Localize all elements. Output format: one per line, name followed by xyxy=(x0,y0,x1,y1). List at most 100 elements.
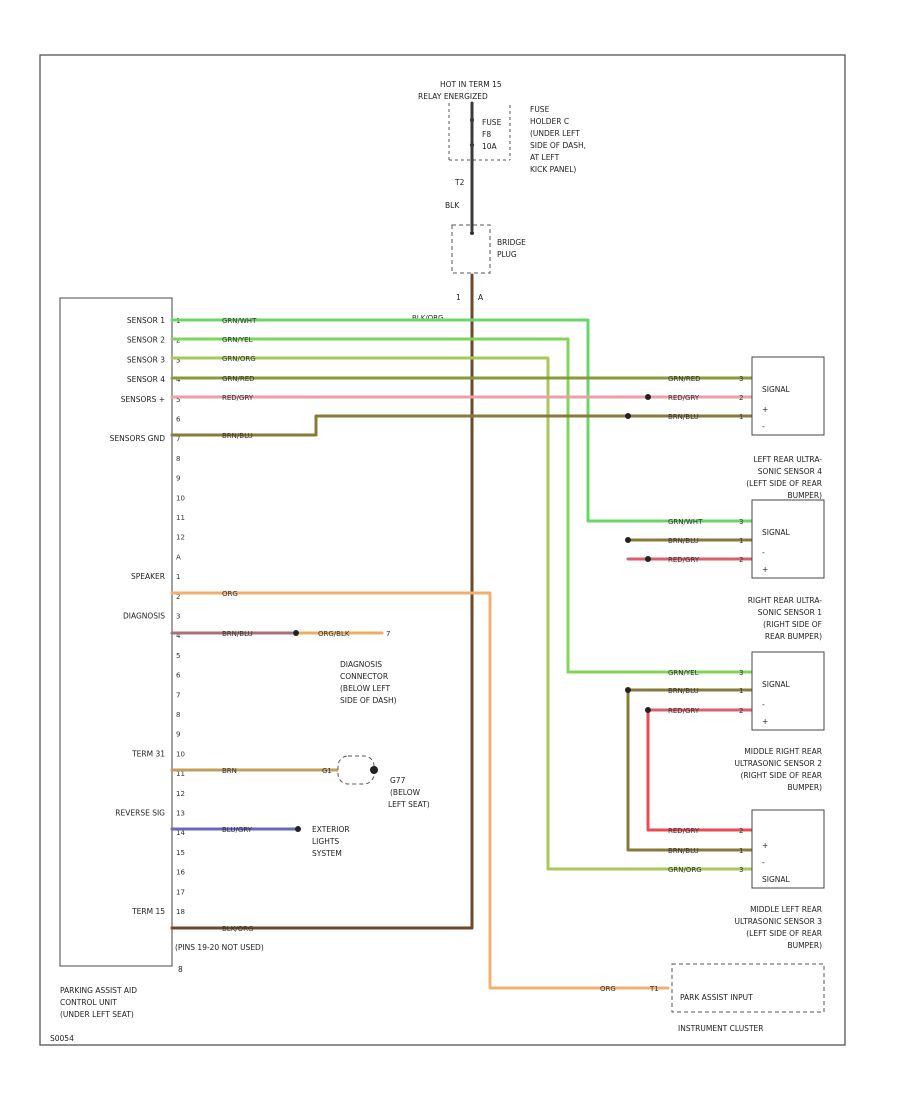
sensor-desc: RIGHT REAR ULTRA- xyxy=(748,596,823,605)
module-pin-number: 7 xyxy=(176,691,180,699)
bridge-label-2: PLUG xyxy=(497,250,517,259)
sensor-desc: (LEFT SIDE OF REAR xyxy=(746,479,822,488)
splice-dot-icon xyxy=(645,394,651,400)
module-pin-number: 4 xyxy=(176,376,181,384)
svg-text:ORG: ORG xyxy=(222,590,238,598)
cluster-pin: T1 xyxy=(649,985,659,993)
sensor-desc: ULTRASONIC SENSOR 2 xyxy=(734,759,822,768)
sensor-pin-number: 1 xyxy=(739,413,743,421)
sensor-wire-label: GRN/ORG xyxy=(668,866,702,874)
module-pin-label: TERM 15 xyxy=(131,907,165,916)
module-pin-number: 6 xyxy=(176,672,181,680)
sensor-minus-label: + xyxy=(762,565,768,574)
module-pin-number: 9 xyxy=(176,475,180,483)
module-pin-label: SENSORS GND xyxy=(110,434,166,443)
fuse-number: F8 xyxy=(482,130,491,139)
splice-dot-icon xyxy=(625,687,631,693)
fuse-desc: FUSE HOLDER C (UNDER LEFT SIDE OF DASH, … xyxy=(530,105,586,174)
module-pin-number: 5 xyxy=(176,396,180,404)
svg-text:GRN/ORG: GRN/ORG xyxy=(222,355,256,363)
svg-text:GRN/RED: GRN/RED xyxy=(222,375,255,383)
sensor-signal-label: SIGNAL xyxy=(762,385,791,394)
exterior-lights-desc: EXTERIOR LIGHTS SYSTEM xyxy=(312,825,350,858)
cluster-wire-label: ORG xyxy=(600,985,616,993)
sensor-desc: MIDDLE LEFT REAR xyxy=(750,905,822,914)
sensor-signal-label: SIGNAL xyxy=(762,875,791,884)
sensor-desc: SONIC SENSOR 1 xyxy=(758,608,822,617)
sensor-desc: BUMPER) xyxy=(787,941,822,950)
module-pin-number: 8 xyxy=(176,711,180,719)
module-pin-label: SENSOR 2 xyxy=(127,336,165,345)
module-pin-label: SENSOR 4 xyxy=(127,375,165,384)
sensor-wire-label: BRN/BLU xyxy=(668,687,699,695)
sensor-minus-label: + xyxy=(762,717,768,726)
sensor-wire-label: BRN/BLU xyxy=(668,537,699,545)
sensor-box xyxy=(751,356,825,436)
pins-note: (PINS 19-20 NOT USED) xyxy=(175,943,264,952)
outer-frame xyxy=(39,54,846,1046)
module-pin-number: 11 xyxy=(176,514,185,522)
module-pin-number: 7 xyxy=(176,435,180,443)
bridge-pin-1: 1 xyxy=(456,293,461,302)
module-pin-number: 3 xyxy=(176,613,180,621)
svg-text:BRN/BLU: BRN/BLU xyxy=(222,432,253,440)
splice-dot-icon xyxy=(645,556,651,562)
sensor-pin-number: 3 xyxy=(739,669,743,677)
module-pin-number: A xyxy=(176,553,181,561)
splice-dot-icon xyxy=(625,413,631,419)
wire-t15-top-label: BLK/ORG xyxy=(412,314,443,322)
sensor-pin-number: 1 xyxy=(739,687,743,695)
sensor-wire-label: RED/GRY xyxy=(668,707,700,715)
ground-box xyxy=(337,755,375,785)
svg-text:BRN: BRN xyxy=(222,767,237,775)
bridge-label-1: BRIDGE xyxy=(497,238,526,247)
sensor-desc: REAR BUMPER) xyxy=(765,632,822,641)
svg-text:CONNECTOR: CONNECTOR xyxy=(340,672,388,681)
sensor-wire-label: RED/GRY xyxy=(668,827,700,835)
svg-text:(UNDER LEFT: (UNDER LEFT xyxy=(530,129,580,138)
sensor-pin-number: 3 xyxy=(739,866,743,874)
splice-dot-icon xyxy=(295,826,301,832)
svg-text:EXTERIOR: EXTERIOR xyxy=(312,825,350,834)
svg-text:(BELOW: (BELOW xyxy=(390,788,421,797)
sensor-minus-label: - xyxy=(762,858,765,867)
wire-sensor1 xyxy=(170,318,754,523)
svg-text:KICK PANEL): KICK PANEL) xyxy=(530,165,576,174)
svg-text:BLK/ORG: BLK/ORG xyxy=(222,925,253,933)
module-pin-number: 12 xyxy=(176,534,185,542)
sensor-wire-label: GRN/YEL xyxy=(668,669,699,677)
svg-text:ORG/BLK: ORG/BLK xyxy=(318,630,350,638)
module-pin-number: 6 xyxy=(176,416,181,424)
sensor-plus-label: + xyxy=(762,841,768,850)
svg-text:PARKING ASSIST AID: PARKING ASSIST AID xyxy=(60,986,137,995)
power-wire-color: BLK xyxy=(445,201,460,210)
sensor-wire-label: RED/GRY xyxy=(668,394,700,402)
sensor-pin-number: 1 xyxy=(739,537,743,545)
sensor-pin-number: 2 xyxy=(739,707,743,715)
sensor-wire-label: BRN/BLU xyxy=(668,847,699,855)
module-pin-number: 3 xyxy=(176,356,180,364)
module-pin-number: 2 xyxy=(176,593,180,601)
sensor-desc: BUMPER) xyxy=(787,783,822,792)
wire-s3-gnd xyxy=(626,688,754,852)
module-pin-number: 18 xyxy=(176,908,185,916)
sensor-wire-label: GRN/WHT xyxy=(668,518,703,526)
instrument-cluster-name: INSTRUMENT CLUSTER xyxy=(678,1024,763,1033)
sensor-desc: (RIGHT SIDE OF REAR xyxy=(740,771,822,780)
module-pin-label: REVERSE SIG xyxy=(115,809,165,818)
wire-speaker xyxy=(170,591,670,990)
sensor-box xyxy=(751,809,825,889)
svg-text:BRN/BLU: BRN/BLU xyxy=(222,630,253,638)
sensor-pin-number: 2 xyxy=(739,394,743,402)
sensor-desc: MIDDLE RIGHT REAR xyxy=(744,747,822,756)
power-wire-pin: T2 xyxy=(454,178,465,187)
sensor-desc: (LEFT SIDE OF REAR xyxy=(746,929,822,938)
svg-text:SYSTEM: SYSTEM xyxy=(312,849,342,858)
fuse-amp: 10A xyxy=(482,142,498,151)
module-pin-number: 14 xyxy=(176,829,185,837)
module-pin-label: SENSOR 1 xyxy=(127,316,165,325)
svg-text:AT LEFT: AT LEFT xyxy=(530,153,560,162)
instrument-cluster-box xyxy=(671,963,825,1013)
